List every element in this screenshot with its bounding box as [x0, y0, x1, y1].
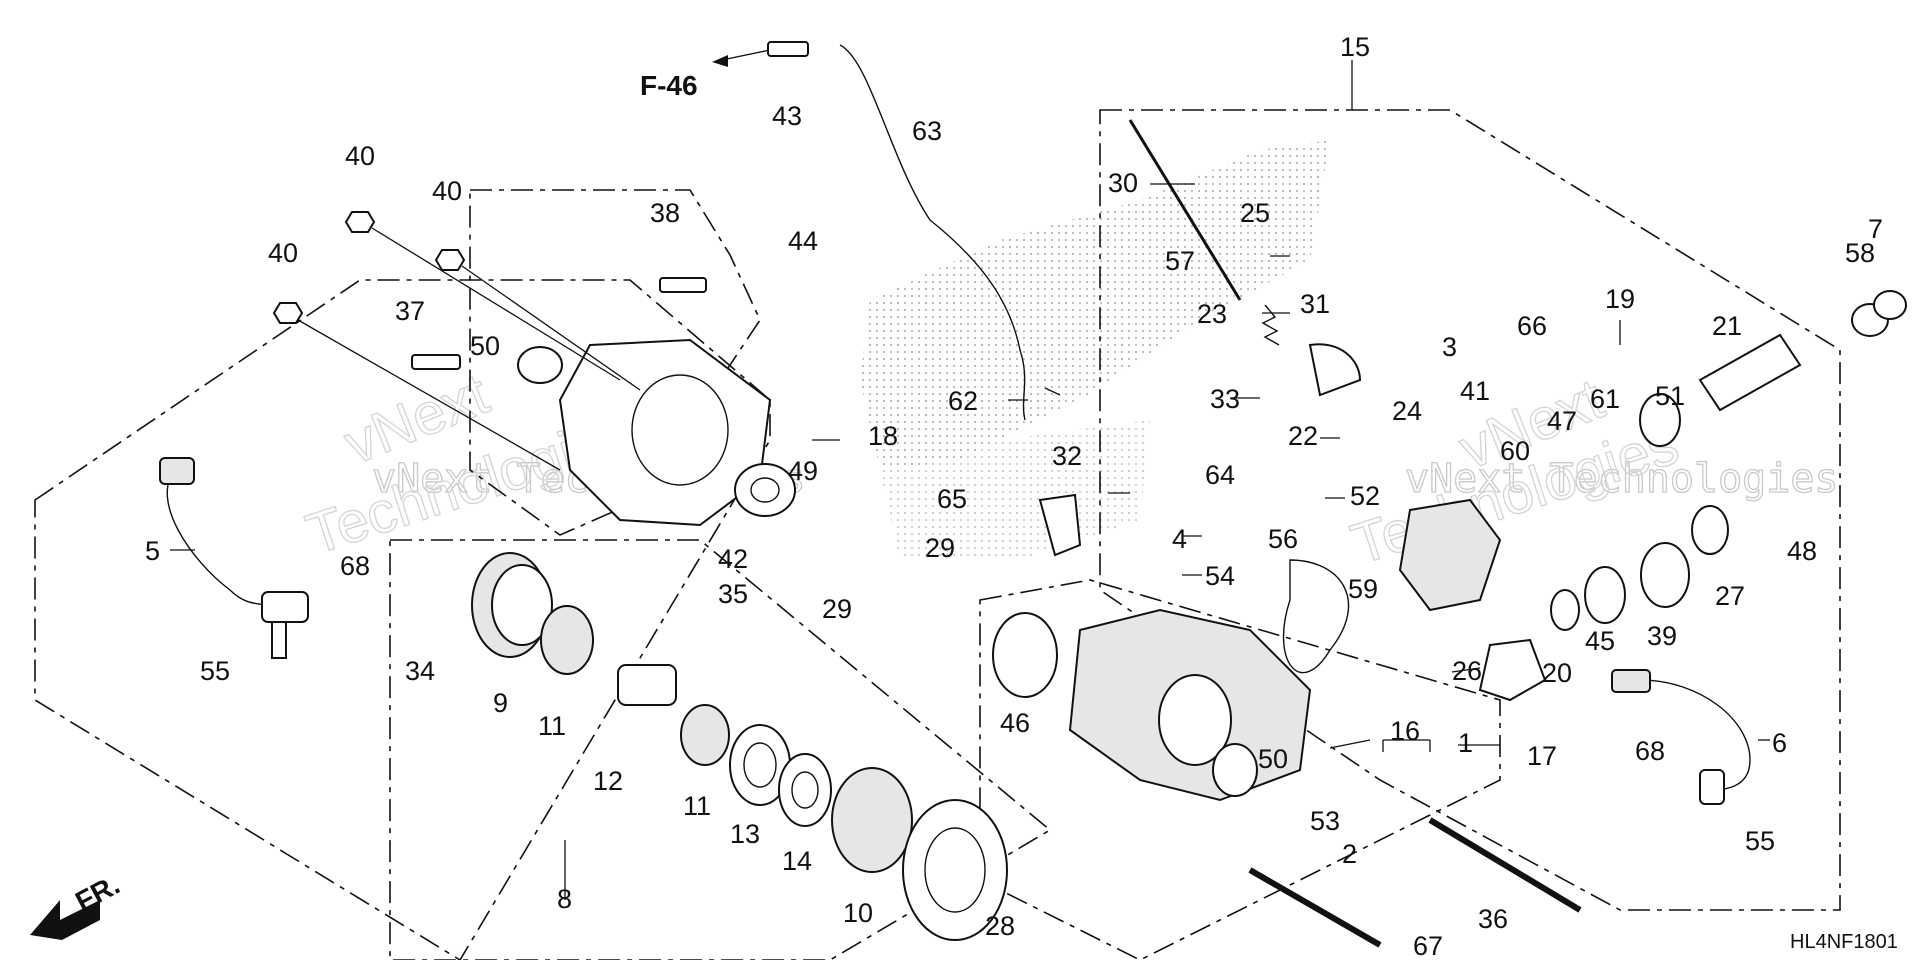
callout-35: 35 — [718, 579, 748, 609]
callout-68b: 68 — [1635, 736, 1665, 766]
callout-53: 53 — [1310, 806, 1340, 836]
callout-3: 3 — [1442, 332, 1457, 362]
leader-lines — [170, 60, 1770, 900]
callout-5: 5 — [145, 536, 160, 566]
callout-4: 4 — [1172, 524, 1187, 554]
callout-21: 21 — [1712, 311, 1742, 341]
parts-art — [159, 44, 1907, 948]
callout-9: 9 — [493, 688, 508, 718]
callout-56: 56 — [1268, 524, 1298, 554]
diagram-code: HL4NF1801 — [1790, 931, 1898, 953]
callout-50a: 50 — [470, 331, 500, 361]
callout-29b: 29 — [925, 533, 955, 563]
callout-61: 61 — [1590, 384, 1620, 414]
callout-54: 54 — [1205, 561, 1235, 591]
callout-23: 23 — [1197, 299, 1227, 329]
callout-39: 39 — [1647, 621, 1677, 651]
callout-40b: 40 — [432, 176, 462, 206]
background-shading — [860, 140, 1330, 560]
callout-65: 65 — [937, 484, 967, 514]
callout-52: 52 — [1350, 481, 1380, 511]
callout-40c: 40 — [268, 238, 298, 268]
callout-62: 62 — [948, 386, 978, 416]
callout-55b: 55 — [1745, 826, 1775, 856]
callout-32: 32 — [1052, 441, 1082, 471]
callout-46: 46 — [1000, 708, 1030, 738]
callout-59: 59 — [1348, 574, 1378, 604]
callout-7: 7 — [1868, 214, 1883, 244]
callout-17: 17 — [1527, 741, 1557, 771]
callout-44: 44 — [788, 226, 818, 256]
callout-36: 36 — [1478, 904, 1508, 934]
callout-38: 38 — [650, 198, 680, 228]
callout-49: 49 — [788, 456, 818, 486]
callout-22: 22 — [1288, 421, 1318, 451]
callout-41: 41 — [1460, 376, 1490, 406]
callout-63: 63 — [912, 116, 942, 146]
front-label: FR. — [70, 869, 124, 918]
reference-arrow — [712, 41, 809, 67]
callout-33: 33 — [1210, 384, 1240, 414]
callout-50b: 50 — [1258, 744, 1288, 774]
callout-6: 6 — [1772, 728, 1787, 758]
callout-2: 2 — [1342, 839, 1357, 869]
callout-24: 24 — [1392, 396, 1422, 426]
callout-47: 47 — [1547, 406, 1577, 436]
callout-57: 57 — [1165, 246, 1195, 276]
callout-60: 60 — [1500, 436, 1530, 466]
callout-43: 43 — [772, 101, 802, 131]
callout-15: 15 — [1340, 32, 1370, 62]
callout-51: 51 — [1655, 381, 1685, 411]
callout-67: 67 — [1413, 931, 1443, 960]
callout-31: 31 — [1300, 289, 1330, 319]
front-direction-indicator: FR. — [30, 869, 125, 940]
callout-48: 48 — [1787, 536, 1817, 566]
callout-29a: 29 — [822, 594, 852, 624]
callout-19: 19 — [1605, 284, 1635, 314]
callout-11a: 11 — [538, 711, 566, 741]
callout-20: 20 — [1542, 658, 1572, 688]
callout-37: 37 — [395, 296, 425, 326]
callout-64: 64 — [1205, 460, 1235, 490]
callout-14: 14 — [782, 846, 812, 876]
callout-40a: 40 — [345, 141, 375, 171]
callout-25: 25 — [1240, 198, 1270, 228]
callout-10: 10 — [843, 898, 873, 928]
callout-58: 58 — [1845, 238, 1875, 268]
callout-8: 8 — [557, 884, 572, 914]
callout-55a: 55 — [200, 656, 230, 686]
callout-18: 18 — [868, 421, 898, 451]
callout-11b: 11 — [683, 791, 711, 821]
callout-12: 12 — [593, 766, 623, 796]
callout-26: 26 — [1452, 656, 1482, 686]
callout-13: 13 — [730, 819, 760, 849]
callout-68a: 68 — [340, 551, 370, 581]
callout-numbers: 1 2 3 4 5 6 7 8 9 10 11 11 12 13 14 15 1… — [145, 32, 1883, 961]
callout-66: 66 — [1517, 311, 1547, 341]
watermark-text-2: vNext Technologies — [1405, 456, 1838, 502]
callout-1: 1 — [1458, 728, 1473, 758]
callout-34: 34 — [405, 656, 435, 686]
callout-16: 16 — [1390, 716, 1420, 746]
reference-label: F-46 — [640, 70, 698, 101]
callout-28: 28 — [985, 911, 1015, 941]
callout-30: 30 — [1108, 168, 1138, 198]
callout-45: 45 — [1585, 626, 1615, 656]
callout-42: 42 — [718, 544, 748, 574]
callout-27: 27 — [1715, 581, 1745, 611]
